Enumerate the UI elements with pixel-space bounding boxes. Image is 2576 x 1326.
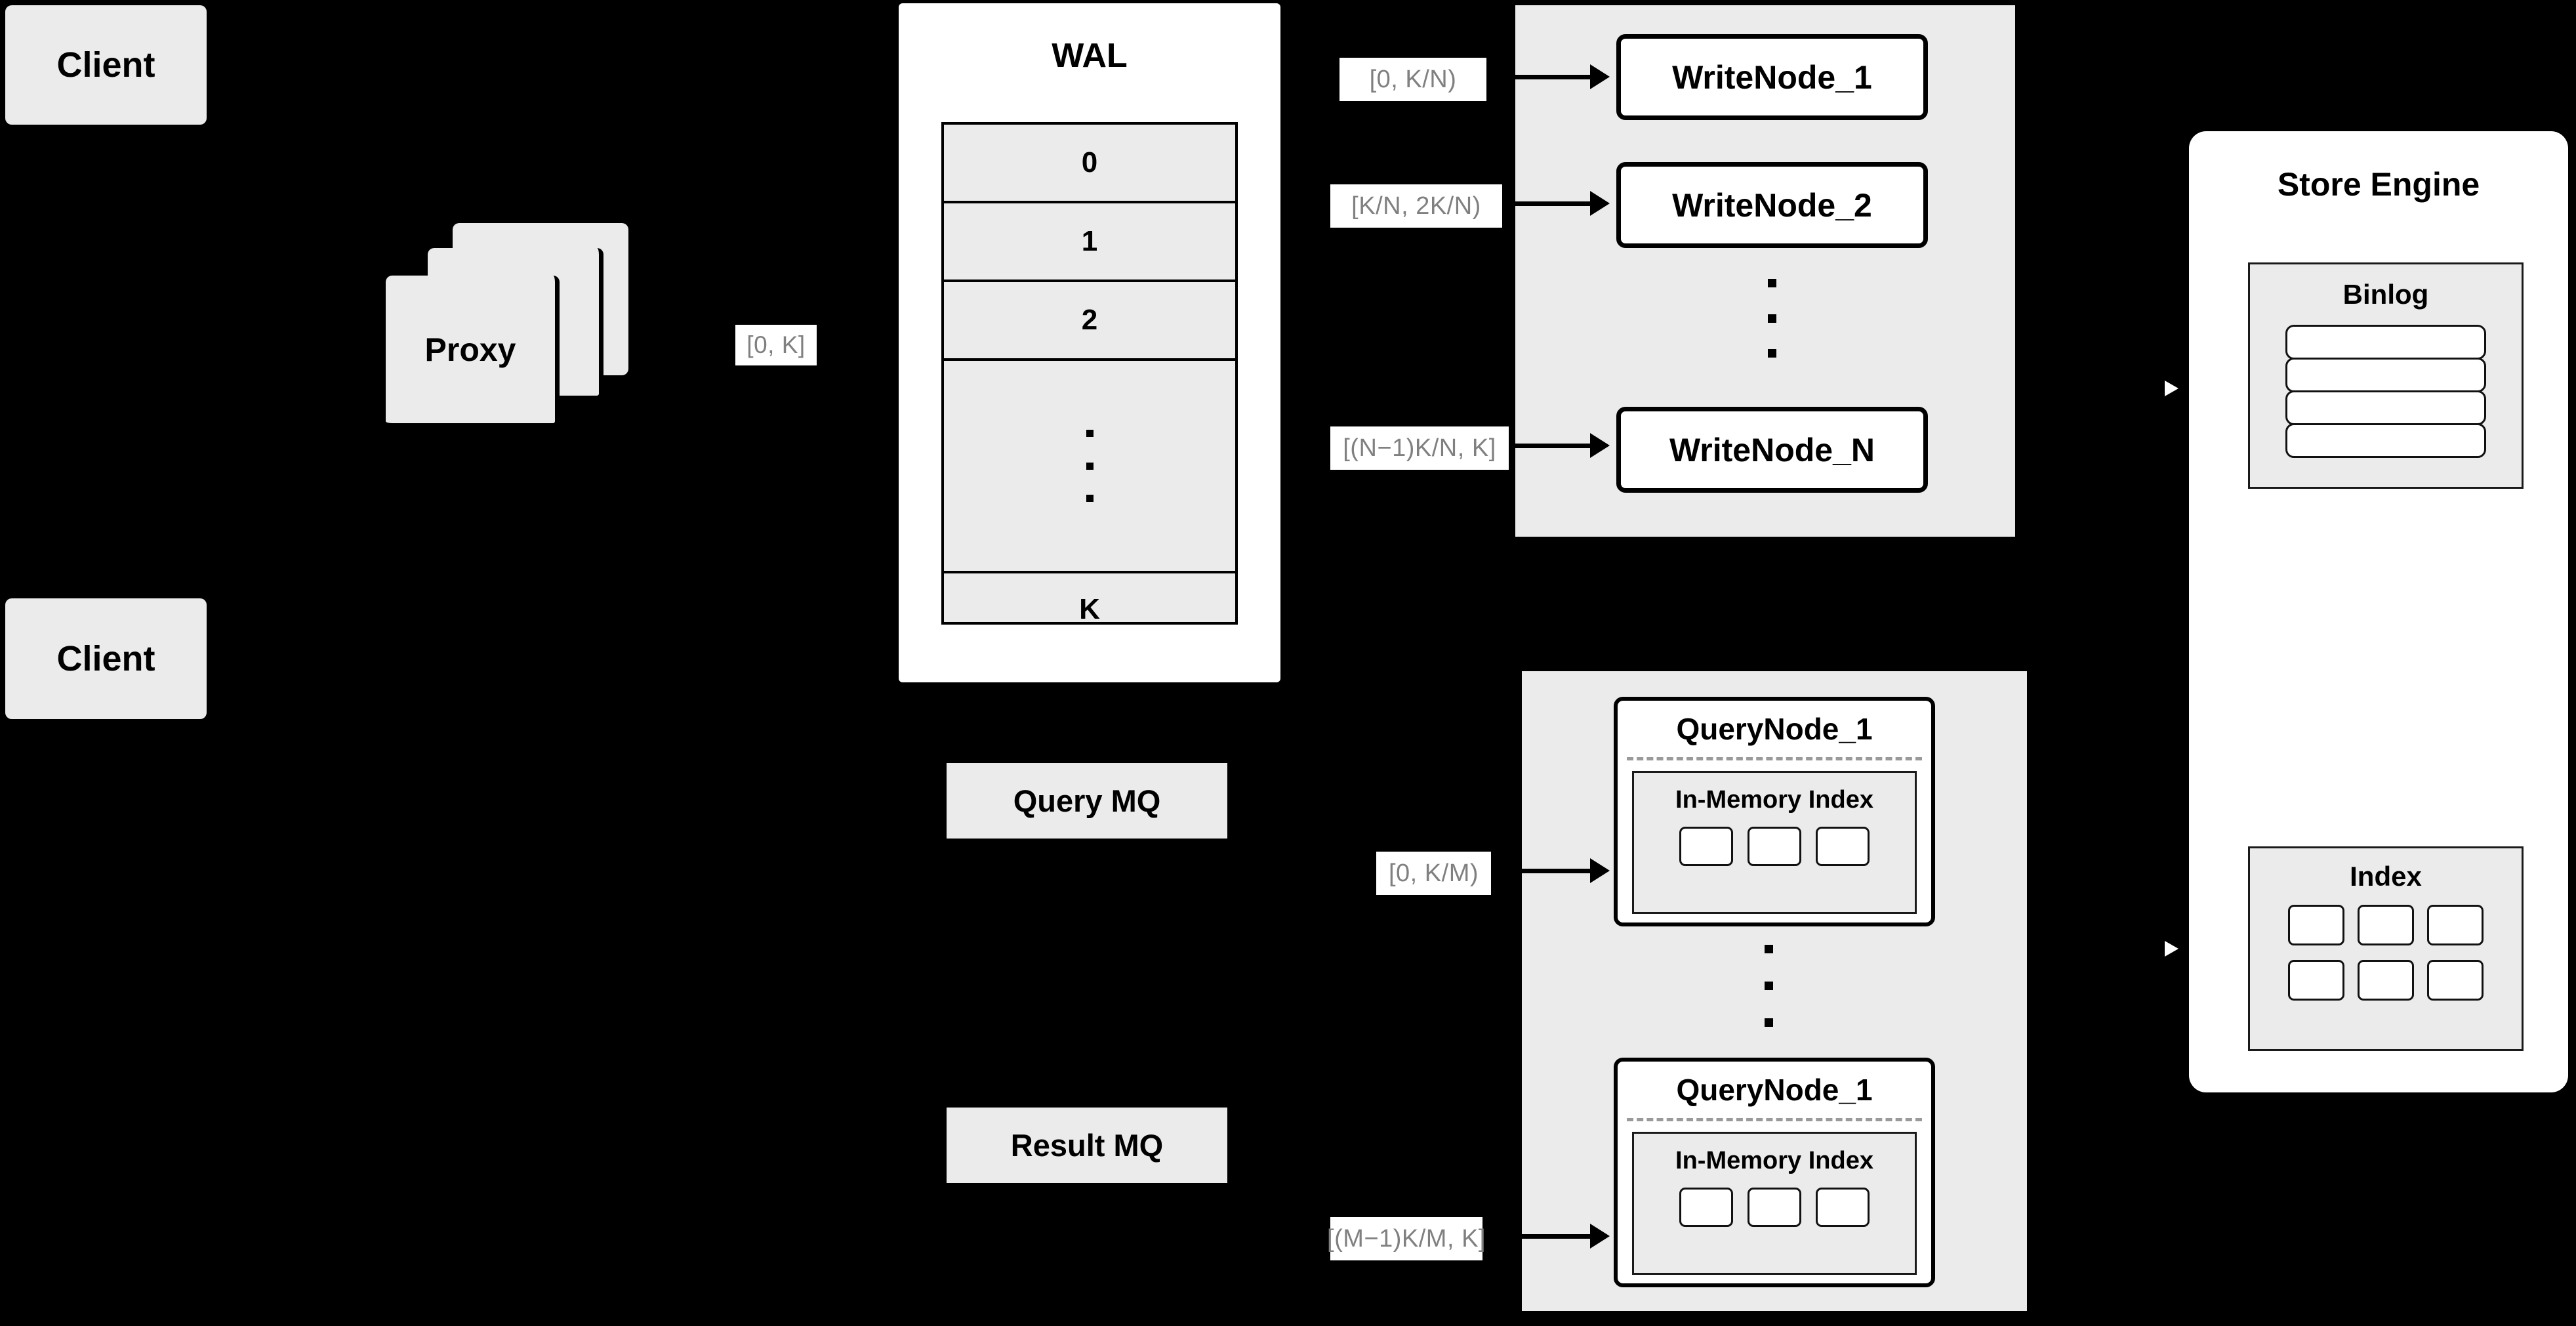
write-node-2[interactable]: WriteNode_2 [1616, 162, 1928, 248]
binlog-bar [2285, 423, 2486, 458]
query-node-label-wrap: QueryNode_1 [1618, 701, 1931, 757]
write-node-2-range-label: [K/N, 2K/N) [1330, 184, 1502, 228]
wal-row: 1 [944, 203, 1235, 282]
in-memory-index-title: In-Memory Index [1675, 1146, 1873, 1174]
write-node-n-range-label: [(N−1)K/N, K] [1330, 426, 1509, 470]
index-panel: Index [2248, 846, 2524, 1051]
index-chip [1679, 827, 1733, 866]
index-chip [1816, 827, 1870, 866]
write-node-n-arrow-line [1509, 444, 1592, 448]
write-node-label: WriteNode_1 [1672, 58, 1872, 96]
write-node-1-range-label: [0, K/N) [1339, 58, 1486, 101]
query-node-1[interactable]: QueryNode_1 In-Memory Index [1614, 697, 1935, 926]
write-node-label: WriteNode_2 [1672, 186, 1872, 224]
in-memory-index-panel: In-Memory Index [1632, 1132, 1917, 1275]
client-box-1[interactable]: Client [5, 5, 207, 125]
store-engine-title: Store Engine [2277, 166, 2480, 203]
result-mq-label: Result MQ [1010, 1128, 1164, 1163]
wal-row-ellipsis [944, 361, 1235, 573]
binlog-bar [2285, 325, 2486, 360]
write-node-2-arrow-head-icon [1590, 191, 1610, 216]
binlog-title: Binlog [2342, 279, 2429, 310]
wal-table: 0 1 2 K [941, 122, 1238, 625]
binlog-arrow-line [2121, 386, 2167, 390]
query-node-separator [1627, 1118, 1922, 1121]
write-node-group-ellipsis-icon [1768, 279, 1776, 358]
index-chip [2427, 960, 2484, 1001]
binlog-panel: Binlog [2248, 262, 2524, 489]
result-mq-box[interactable]: Result MQ [947, 1108, 1227, 1183]
write-node-1-arrow-line [1504, 75, 1592, 79]
query-node-1-range-label: [0, K/M) [1376, 852, 1491, 895]
index-chip [1748, 1188, 1801, 1227]
write-node-1[interactable]: WriteNode_1 [1616, 34, 1928, 120]
query-node-label: QueryNode_1 [1676, 1073, 1873, 1107]
query-node-label: QueryNode_1 [1676, 712, 1873, 746]
write-node-label: WriteNode_N [1669, 431, 1875, 468]
proxy-range-label: [0, K] [735, 325, 817, 365]
in-memory-index-panel: In-Memory Index [1632, 771, 1917, 914]
in-memory-index-title: In-Memory Index [1675, 785, 1873, 814]
index-chip [2358, 905, 2414, 945]
proxy-label: Proxy [424, 331, 516, 368]
index-chip [2358, 960, 2414, 1001]
query-node-m-arrow-head-icon [1590, 1224, 1610, 1249]
query-node-label-wrap: QueryNode_1 [1618, 1062, 1931, 1118]
index-chip [1816, 1188, 1870, 1227]
index-chip [2288, 960, 2344, 1001]
index-chip [2288, 905, 2344, 945]
query-node-1-arrow-line [1509, 869, 1592, 873]
vertical-ellipsis-icon [1086, 430, 1094, 502]
query-node-m-arrow-line [1509, 1234, 1592, 1239]
query-node-1-arrow-head-icon [1590, 858, 1610, 883]
query-mq-label: Query MQ [1013, 783, 1161, 818]
query-node-separator [1627, 757, 1922, 760]
wal-row: 2 [944, 282, 1235, 361]
write-node-n[interactable]: WriteNode_N [1616, 407, 1928, 493]
binlog-bar [2285, 390, 2486, 425]
write-node-2-arrow-line [1504, 201, 1592, 206]
client-label: Client [56, 639, 155, 678]
index-title: Index [2350, 861, 2422, 892]
write-node-n-arrow-head-icon [1590, 433, 1610, 458]
wal-title: WAL [1052, 37, 1128, 75]
query-node-m[interactable]: QueryNode_1 In-Memory Index [1614, 1058, 1935, 1287]
wal-row: 0 [944, 125, 1235, 203]
query-node-m-range-label: [(M−1)K/M, K] [1327, 1217, 1485, 1260]
proxy-card-front[interactable]: Proxy [386, 276, 560, 428]
index-chip [1748, 827, 1801, 866]
write-node-1-arrow-head-icon [1590, 64, 1610, 89]
client-label: Client [56, 45, 155, 85]
query-mq-box[interactable]: Query MQ [947, 763, 1227, 839]
index-chip [2427, 905, 2484, 945]
client-box-2[interactable]: Client [5, 598, 207, 719]
binlog-bar [2285, 358, 2486, 392]
wal-row: K [1079, 593, 1100, 625]
index-arrow-line [2121, 947, 2167, 951]
query-node-group-ellipsis-icon [1765, 945, 1773, 1027]
index-chip [1679, 1188, 1733, 1227]
